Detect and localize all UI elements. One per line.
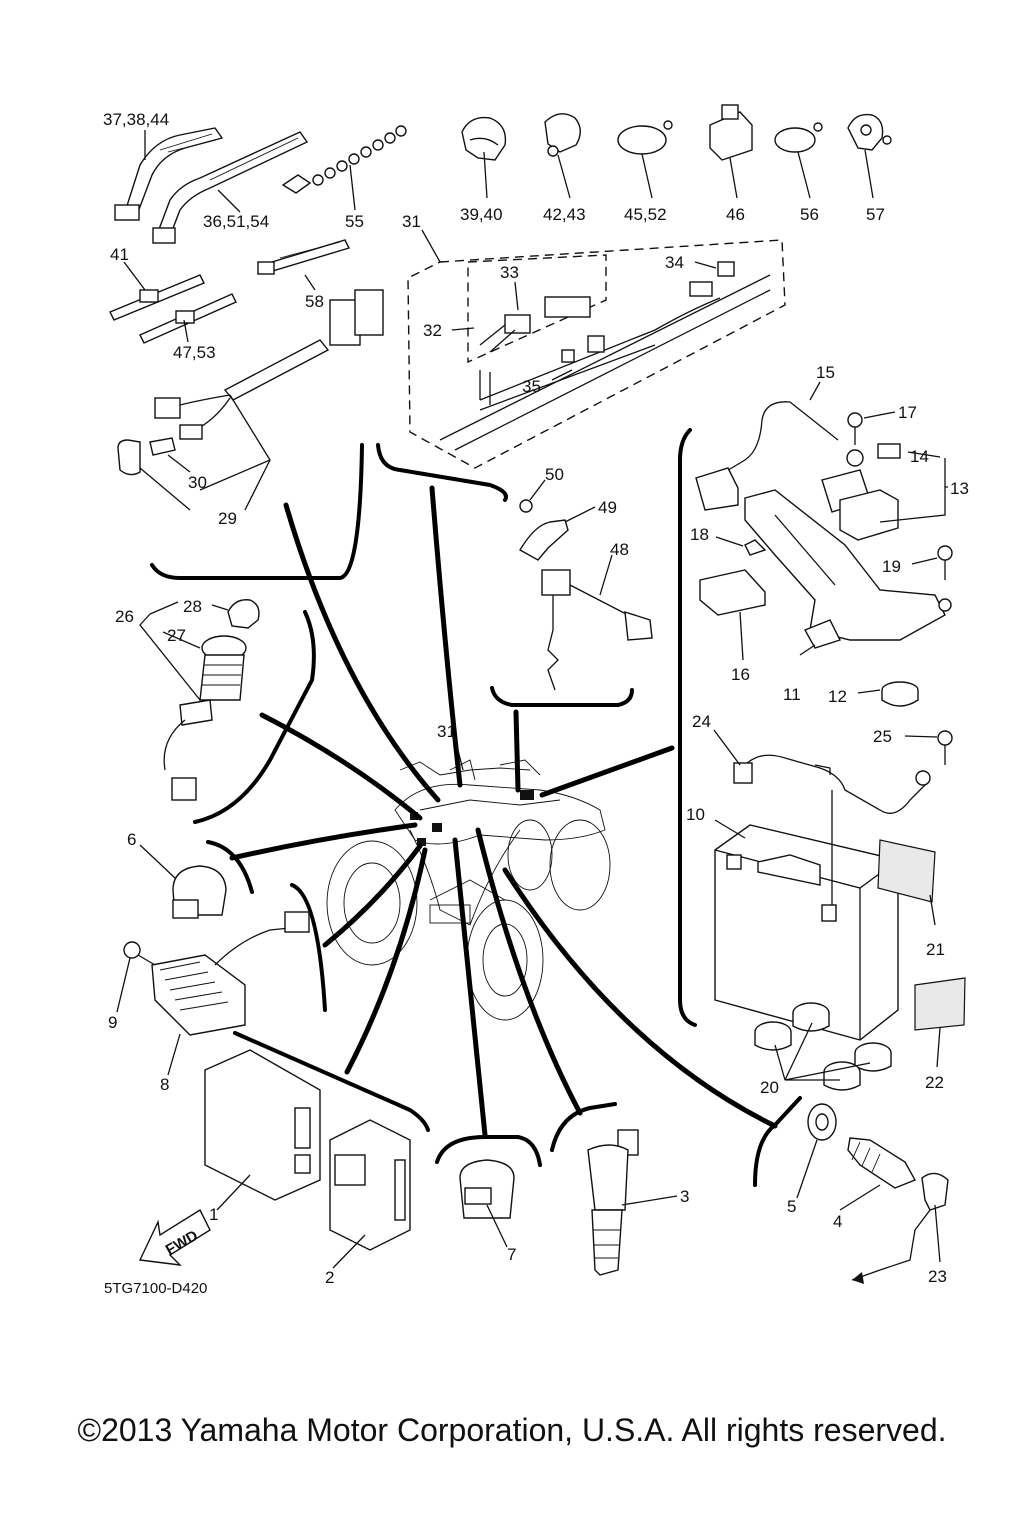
callout-29: 29 <box>218 509 237 528</box>
callout-30: 30 <box>188 473 207 492</box>
callout-13: 13 <box>950 479 969 498</box>
rectifier-regulator <box>123 911 310 1036</box>
main-switch-group <box>163 599 260 801</box>
callout-35: 35 <box>522 377 541 396</box>
callout-31-vehicle: 31 <box>437 722 456 741</box>
spark-plug-group <box>807 1103 949 1284</box>
fwd-arrow-icon: FWD <box>138 1208 211 1266</box>
group-brackets <box>150 428 802 1187</box>
callout-2: 2 <box>325 1268 334 1287</box>
relay-bracket-group <box>695 401 953 707</box>
callout-1: 1 <box>209 1205 218 1224</box>
callout-labels: 37,38,44 36,51,54 55 41 58 47,53 30 29 3… <box>103 110 969 1297</box>
sub-lead-harness <box>117 289 384 491</box>
ecu-units <box>204 1049 411 1251</box>
clamps-row <box>461 104 892 161</box>
callout-50: 50 <box>545 465 564 484</box>
callout-41: 41 <box>110 245 129 264</box>
callout-7: 7 <box>507 1245 516 1264</box>
callout-31-harness: 31 <box>402 212 421 231</box>
leader-lines <box>229 485 778 1138</box>
callout-24: 24 <box>692 712 711 731</box>
callout-12: 12 <box>828 687 847 706</box>
callout-17: 17 <box>898 403 917 422</box>
callout-57: 57 <box>866 205 885 224</box>
battery-group <box>714 730 966 1091</box>
callout-leaders <box>116 130 948 1269</box>
callout-4: 4 <box>833 1212 842 1231</box>
callout-5: 5 <box>787 1197 796 1216</box>
callout-32: 32 <box>423 321 442 340</box>
callout-15: 15 <box>816 363 835 382</box>
callout-10: 10 <box>686 805 705 824</box>
callout-3: 3 <box>680 1187 689 1206</box>
callout-33: 33 <box>500 263 519 282</box>
callout-16: 16 <box>731 665 750 684</box>
callout-21: 21 <box>926 940 945 959</box>
main-harness-box <box>407 239 786 469</box>
callout-28: 28 <box>183 597 202 616</box>
callout-8: 8 <box>160 1075 169 1094</box>
drawing-code: 5TG7100-D420 <box>104 1280 207 1297</box>
callout-58: 58 <box>305 292 324 311</box>
callout-19: 19 <box>882 557 901 576</box>
callout-49: 49 <box>598 498 617 517</box>
callout-55: 55 <box>345 212 364 231</box>
callout-34: 34 <box>665 253 684 272</box>
callout-22: 22 <box>925 1073 944 1092</box>
callout-48: 48 <box>610 540 629 559</box>
callout-25: 25 <box>873 727 892 746</box>
sensor-7 <box>459 1159 515 1219</box>
brake-switch-group <box>519 499 653 691</box>
callout-39-40: 39,40 <box>460 205 503 224</box>
callout-27: 27 <box>167 626 186 645</box>
callout-14: 14 <box>910 447 929 466</box>
callout-37-38-44: 37,38,44 <box>103 110 169 129</box>
callout-18: 18 <box>690 525 709 544</box>
callout-26: 26 <box>115 607 134 626</box>
sensor-6 <box>172 865 227 919</box>
callout-36-51-54: 36,51,54 <box>203 212 269 231</box>
callout-23: 23 <box>928 1267 947 1286</box>
callout-45-52: 45,52 <box>624 205 667 224</box>
callout-46: 46 <box>726 205 745 224</box>
callout-20: 20 <box>760 1078 779 1097</box>
callout-6: 6 <box>127 830 136 849</box>
ignition-coil <box>587 1129 639 1276</box>
copyright-notice: ©2013 Yamaha Motor Corporation, U.S.A. A… <box>77 1412 947 1448</box>
callout-11: 11 <box>783 685 801 704</box>
callout-47-53: 47,53 <box>173 343 216 362</box>
callout-42-43: 42,43 <box>543 205 586 224</box>
callout-56: 56 <box>800 205 819 224</box>
cable-ties-group <box>109 125 407 344</box>
callout-9: 9 <box>108 1013 117 1032</box>
